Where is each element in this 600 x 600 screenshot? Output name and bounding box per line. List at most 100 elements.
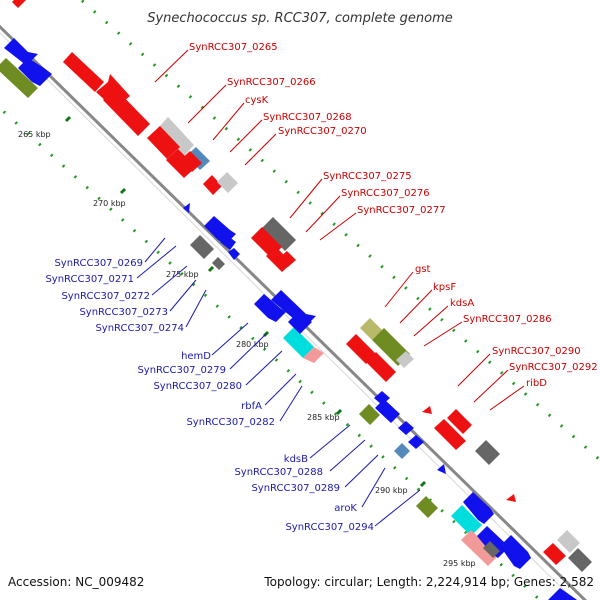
gene-feature <box>103 88 150 136</box>
gene-feature <box>228 248 240 260</box>
forward-callout-lines <box>154 49 525 411</box>
gene-feature <box>303 347 324 363</box>
gene-label: SynRCC307_0280 <box>153 381 242 392</box>
gene-feature <box>254 294 286 322</box>
gene-label: SynRCC307_0270 <box>278 126 367 137</box>
tick-270 <box>119 187 127 195</box>
gene-feature <box>183 203 190 213</box>
gene-feature <box>186 147 210 170</box>
gene-feature <box>500 535 531 569</box>
gene-feature <box>288 312 312 334</box>
gene-feature <box>398 421 414 435</box>
gene-feature <box>359 404 380 425</box>
gene-feature <box>483 541 500 558</box>
gene-label: gst <box>415 264 431 275</box>
gene-label: SynRCC307_0276 <box>341 188 430 199</box>
tick-285 <box>335 408 343 416</box>
gene-feature <box>506 494 516 502</box>
tick-label: 265 kbp <box>18 130 51 139</box>
forward-genes <box>12 0 592 572</box>
gene-feature <box>447 409 472 434</box>
gene-label: SynRCC307_0272 <box>61 291 150 302</box>
gene-feature <box>18 58 52 86</box>
gene-feature <box>548 588 578 600</box>
tick-290 <box>419 480 427 488</box>
gene-feature <box>12 0 26 8</box>
gene-feature <box>375 399 400 423</box>
gene-label: SynRCC307_0273 <box>79 307 168 318</box>
gene-feature <box>147 126 180 159</box>
gene-feature <box>212 257 225 270</box>
gene-label: cysK <box>245 95 269 106</box>
gene-label: SynRCC307_0271 <box>45 274 134 285</box>
gene-label: SynRCC307_0275 <box>323 171 412 182</box>
gene-label: SynRCC307_0286 <box>463 314 552 325</box>
gene-feature <box>463 492 494 524</box>
gene-feature <box>422 406 432 414</box>
gene-feature <box>217 172 238 193</box>
gene-label: SynRCC307_0292 <box>509 362 598 373</box>
gene-label: SynRCC307_0288 <box>234 467 323 478</box>
gene-feature <box>203 175 222 195</box>
tick-label: 280 kbp <box>236 340 269 349</box>
gene-label: SynRCC307_0290 <box>492 346 581 357</box>
gene-label: SynRCC307_0277 <box>357 205 446 216</box>
gene-label: SynRCC307_0268 <box>263 112 352 123</box>
tick-label: 270 kbp <box>93 199 126 208</box>
gene-feature <box>408 435 424 449</box>
tick-label: 275 kbp <box>166 270 199 279</box>
reverse-gene-labels: SynRCC307_0269 SynRCC307_0271 SynRCC307_… <box>45 258 374 533</box>
accession-text: Accession: NC_009482 <box>8 575 144 589</box>
gene-label: SynRCC307_0265 <box>189 42 278 53</box>
tick-265 <box>64 115 72 123</box>
gene-feature <box>451 505 482 536</box>
gene-label: SynRCC307_0289 <box>251 483 340 494</box>
gene-feature <box>63 52 104 92</box>
gene-label: hemD <box>181 351 211 362</box>
reverse-genes <box>0 38 578 600</box>
gene-label: kdsA <box>450 298 474 309</box>
gene-feature <box>374 391 390 405</box>
gene-label: SynRCC307_0279 <box>137 365 226 376</box>
gene-feature <box>396 351 414 368</box>
gene-feature <box>416 496 438 518</box>
tick-label: 295 kbp <box>443 559 476 568</box>
gene-feature <box>279 251 296 267</box>
tick-labels: 265 kbp 270 kbp 275 kbp 280 kbp 285 kbp … <box>18 130 476 568</box>
gene-feature <box>394 443 410 459</box>
gene-feature <box>266 247 292 272</box>
gene-feature <box>461 530 498 566</box>
gene-feature <box>475 440 500 465</box>
gene-label: SynRCC307_0282 <box>186 417 275 428</box>
gene-feature <box>166 149 196 178</box>
gene-feature <box>190 235 214 259</box>
gene-feature <box>437 464 446 474</box>
gene-feature <box>283 327 314 358</box>
gene-label: aroK <box>334 503 357 514</box>
gene-feature <box>158 117 194 156</box>
gene-label: kdsB <box>284 454 308 465</box>
gene-label: ribD <box>526 378 547 389</box>
gene-feature <box>360 318 382 340</box>
gene-feature <box>366 352 396 382</box>
gene-label: kpsF <box>433 282 456 293</box>
gene-feature <box>262 217 296 251</box>
gene-feature <box>557 530 580 553</box>
gene-label: SynRCC307_0274 <box>95 323 184 334</box>
gene-label: SynRCC307_0266 <box>227 77 316 88</box>
gene-label: rbfA <box>241 401 262 412</box>
reverse-callout-lines <box>136 237 421 527</box>
gene-label: SynRCC307_0294 <box>285 522 374 533</box>
gene-feature <box>477 526 508 558</box>
gene-feature <box>543 543 566 565</box>
gene-feature <box>346 334 376 364</box>
gene-label: SynRCC307_0269 <box>54 258 143 269</box>
gene-feature <box>180 151 202 172</box>
gene-feature <box>434 419 466 450</box>
tick-label: 290 kbp <box>375 486 408 495</box>
tick-275 <box>207 265 215 273</box>
gene-feature <box>220 236 236 250</box>
map-title: Synechococcus sp. RCC307, complete genom… <box>147 11 453 26</box>
